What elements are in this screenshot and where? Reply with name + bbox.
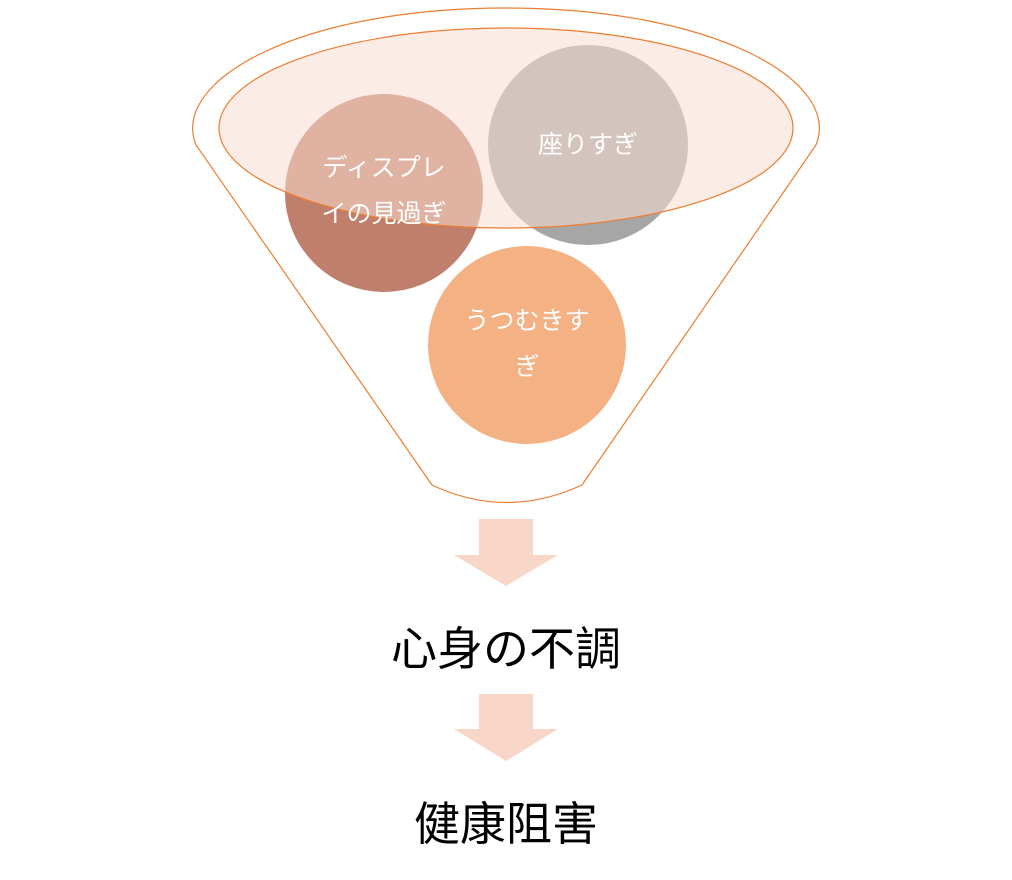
bubble-label-sitting-too-much: 座りすぎ <box>537 130 638 159</box>
step-health-impairment: 健康阻害 <box>414 797 598 851</box>
bubble-label-looking-down: うつむきす ぎ <box>464 306 590 381</box>
step-mind-body-disorder: 心身の不調 <box>391 622 621 676</box>
bubble-label-display-overuse: ディスプレ イの見過ぎ <box>321 153 447 228</box>
down-arrow-2 <box>454 694 558 761</box>
funnel-rim <box>218 27 794 229</box>
down-arrow-1 <box>454 519 558 586</box>
bubble-looking-down <box>426 244 628 446</box>
funnel-body <box>192 7 820 503</box>
